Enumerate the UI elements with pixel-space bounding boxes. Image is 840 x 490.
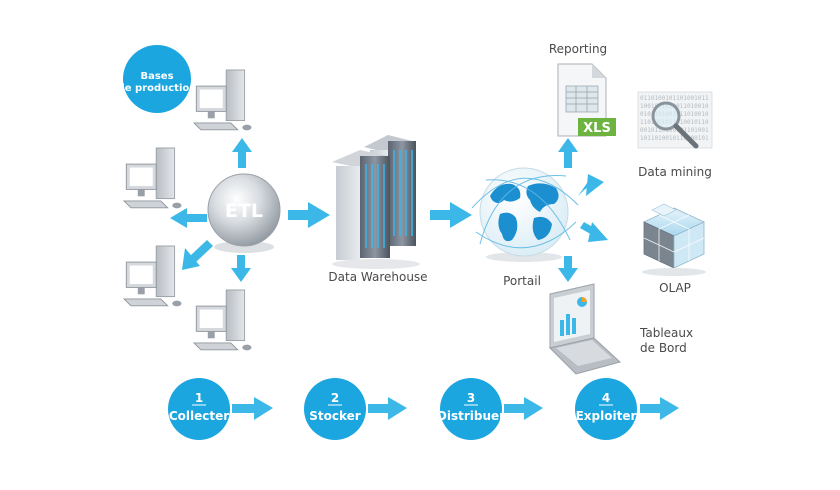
- etl-node: ETL: [207, 173, 281, 253]
- arrow-etl-down-left: [182, 240, 213, 270]
- portal-arrows: [558, 138, 608, 282]
- source-computer-lower-left: [123, 245, 183, 307]
- dashboard-laptop-icon: [549, 283, 622, 375]
- xls-badge: XLS: [583, 121, 611, 136]
- production-databases-badge: Bases de production: [118, 45, 197, 113]
- step-2-number: 2: [331, 391, 339, 405]
- step-3: 3 Distribuer: [437, 378, 543, 440]
- dashboard-label-line2: de Bord: [640, 341, 687, 355]
- arrow-etl-left: [170, 208, 207, 228]
- arrow-portal-to-data-mining: [578, 174, 604, 196]
- step-1-number: 1: [195, 391, 203, 405]
- step-2-label: Stocker: [309, 409, 361, 423]
- step-4-arrow: [640, 397, 679, 420]
- etl-arrows: [170, 138, 330, 282]
- source-computer-left: [123, 147, 183, 209]
- step-2: 2 Stocker: [304, 378, 407, 440]
- portal-label: Portail: [503, 274, 541, 288]
- svg-text:0110100101101001011: 0110100101101001011: [640, 95, 709, 102]
- badge-line1: Bases: [140, 71, 173, 82]
- arrow-portal-to-reporting: [558, 138, 578, 168]
- source-computer-top: [193, 69, 253, 131]
- step-1: 1 Collecter: [168, 378, 273, 440]
- source-computer-bottom: [193, 289, 253, 351]
- step-1-label: Collecter: [169, 409, 229, 423]
- portal-globe: [471, 167, 579, 262]
- arrow-etl-down: [231, 255, 251, 282]
- step-3-number: 3: [467, 391, 475, 405]
- arrow-etl-up: [232, 138, 252, 168]
- etl-label: ETL: [225, 200, 263, 222]
- step-1-arrow: [232, 397, 273, 420]
- data-mining-icon: 0110100101101001011 1001011010011010010 …: [637, 91, 713, 149]
- step-4-label: Exploiter: [576, 409, 637, 423]
- data-warehouse-servers: [332, 135, 420, 269]
- data-mining-label: Data mining: [638, 165, 712, 179]
- olap-label: OLAP: [659, 281, 691, 295]
- badge-line2: de production: [118, 83, 197, 94]
- step-4-number: 4: [602, 391, 610, 405]
- step-3-arrow: [504, 397, 543, 420]
- svg-text:1011010010110100101: 1011010010110100101: [640, 135, 709, 142]
- arrow-portal-to-dashboard: [558, 256, 578, 282]
- svg-text:0010110100101101001: 0010110100101101001: [640, 127, 709, 134]
- dashboard-label-line1: Tableaux: [639, 326, 693, 340]
- reporting-label: Reporting: [549, 42, 607, 56]
- step-3-label: Distribuer: [437, 409, 505, 423]
- arrow-warehouse-to-portal: [430, 202, 472, 228]
- arrow-etl-to-warehouse: [288, 202, 330, 228]
- arrow-portal-to-olap: [580, 222, 608, 242]
- data-warehouse-label: Data Warehouse: [328, 270, 427, 284]
- step-4: 4 Exploiter: [575, 378, 679, 440]
- xls-document-icon: XLS: [557, 63, 616, 137]
- olap-cube-icon: [642, 203, 706, 276]
- step-2-arrow: [368, 397, 407, 420]
